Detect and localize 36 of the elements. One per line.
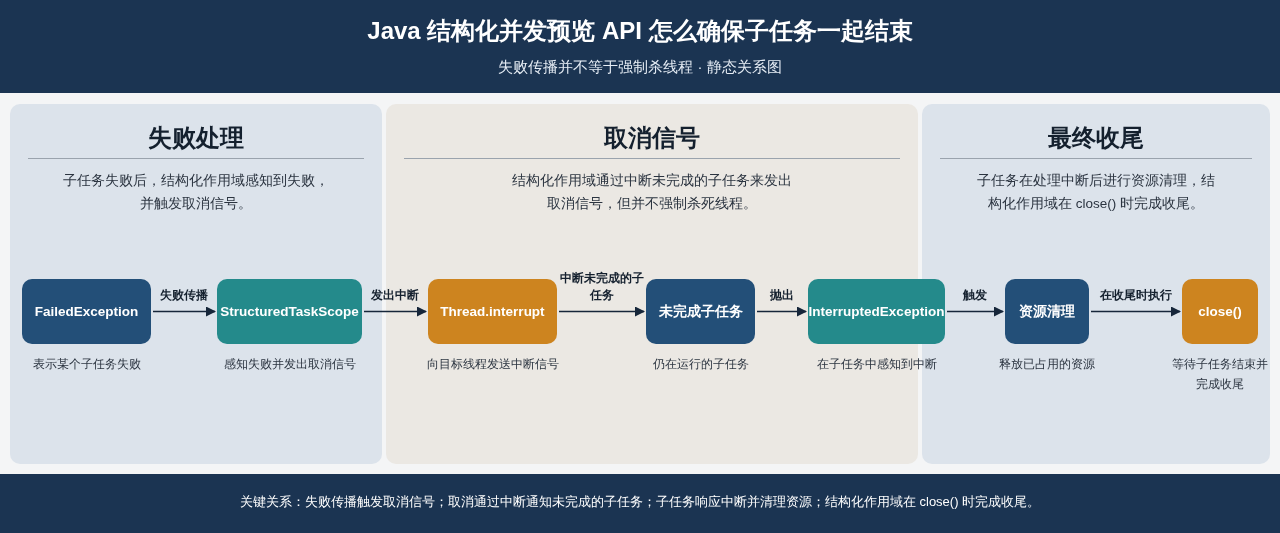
node-caption: 等待子任务结束并完成收尾 <box>1172 356 1268 393</box>
subtitle: 失败传播并不等于强制杀线程 · 静态关系图 <box>497 57 783 77</box>
panel-heading: 取消信号 <box>603 123 701 153</box>
process-box: Thread.interrupt <box>428 279 557 344</box>
edge-label: 抛出 <box>768 286 795 304</box>
node-caption: 向目标线程发送中断信号 <box>425 356 560 373</box>
node-caption: 表示某个子任务失败 <box>31 356 142 373</box>
title: Java 结构化并发预览 API 怎么确保子任务一起结束 <box>366 16 914 46</box>
process-box: close() <box>1182 279 1258 344</box>
edge-label: 触发 <box>962 286 988 304</box>
arrow <box>363 306 427 317</box>
node-caption: 在子任务中感知到中断 <box>815 356 938 373</box>
process-box: FailedException <box>22 279 151 344</box>
panel-description: 子任务在处理中断后进行资源清理，结构化作用域在 close() 时完成收尾。 <box>976 172 1216 213</box>
edge-label: 失败传播 <box>159 286 209 304</box>
edge-label: 中断未完成的子任务 <box>559 269 644 304</box>
panel-heading: 失败处理 <box>147 123 245 153</box>
edge-label: 发出中断 <box>370 286 420 304</box>
process-box: InterruptedException <box>808 279 945 344</box>
arrow <box>1090 306 1181 317</box>
arrow <box>558 306 645 317</box>
panel <box>10 104 382 464</box>
panel-heading: 最终收尾 <box>1047 123 1145 153</box>
arrow <box>756 306 807 317</box>
edge-label: 在收尾时执行 <box>1098 286 1173 304</box>
node-caption: 感知失败并发出取消信号 <box>222 356 357 373</box>
process-box: 未完成子任务 <box>646 279 755 344</box>
process-box: StructuredTaskScope <box>217 279 362 344</box>
panel-description: 子任务失败后，结构化作用域感知到失败，并触发取消信号。 <box>62 172 330 213</box>
panel-description: 结构化作用域通过中断未完成的子任务来发出取消信号，但并不强制杀死线程。 <box>511 172 793 213</box>
arrow <box>152 306 216 317</box>
caption: 关键关系：失败传播触发取消信号；取消通过中断通知未完成的子任务；子任务响应中断并清理资源；结构化作用域在 close() 时完成收尾。 <box>238 493 1042 511</box>
process-box: 资源清理 <box>1005 279 1089 344</box>
node-caption: 释放已占用的资源 <box>998 356 1096 373</box>
node-caption: 仍在运行的子任务 <box>651 356 750 373</box>
arrow <box>946 306 1004 317</box>
